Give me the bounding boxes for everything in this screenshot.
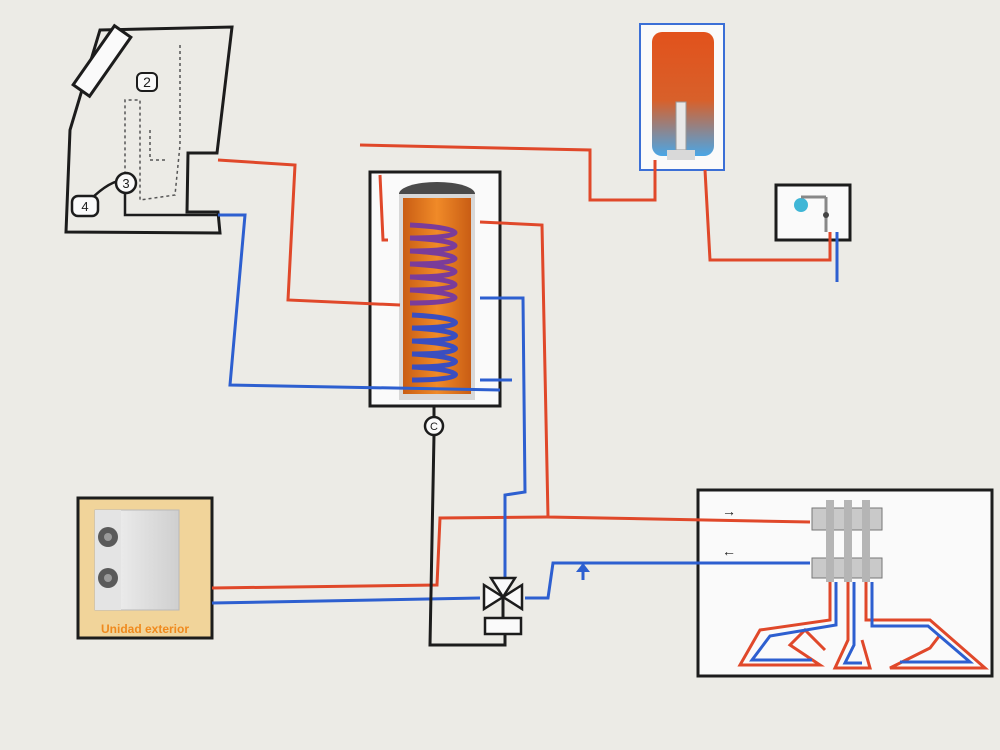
marker-3-label: 3 bbox=[122, 176, 129, 191]
cold-pipes bbox=[211, 213, 839, 605]
shower-head-icon bbox=[794, 195, 826, 212]
marker-4-label: 4 bbox=[81, 199, 88, 214]
outdoor-unit-box: Unidad exterior bbox=[76, 496, 214, 640]
hot-pipes bbox=[211, 143, 832, 590]
outdoor-unit-label: Unidad exterior bbox=[101, 622, 189, 636]
shower-box bbox=[774, 183, 852, 242]
floor-heating-box: → ← bbox=[696, 488, 994, 678]
lower-heating-coil bbox=[411, 312, 458, 383]
circulation-pump-icon: 3 bbox=[114, 171, 138, 195]
upper-heating-coil bbox=[409, 222, 458, 306]
sensor-label: C bbox=[430, 421, 438, 433]
three-way-valve-icon bbox=[482, 576, 524, 636]
floor-loops bbox=[737, 582, 989, 670]
expansion-vessel-icon: 4 bbox=[70, 194, 100, 218]
solar-panel-box: 2 3 4 bbox=[64, 23, 234, 235]
storage-tank-box: C bbox=[368, 170, 502, 437]
return-arrow: ← bbox=[722, 543, 736, 559]
supply-arrow: → bbox=[722, 503, 736, 519]
temperature-sensor: C bbox=[423, 406, 445, 437]
water-heater-box bbox=[639, 23, 725, 171]
marker-2: 2 bbox=[136, 72, 158, 92]
sun-icon bbox=[71, 23, 133, 99]
marker-2-label: 2 bbox=[143, 74, 151, 90]
air-vent-icon bbox=[576, 563, 590, 580]
manifold bbox=[811, 500, 883, 582]
control-lines bbox=[428, 434, 507, 647]
